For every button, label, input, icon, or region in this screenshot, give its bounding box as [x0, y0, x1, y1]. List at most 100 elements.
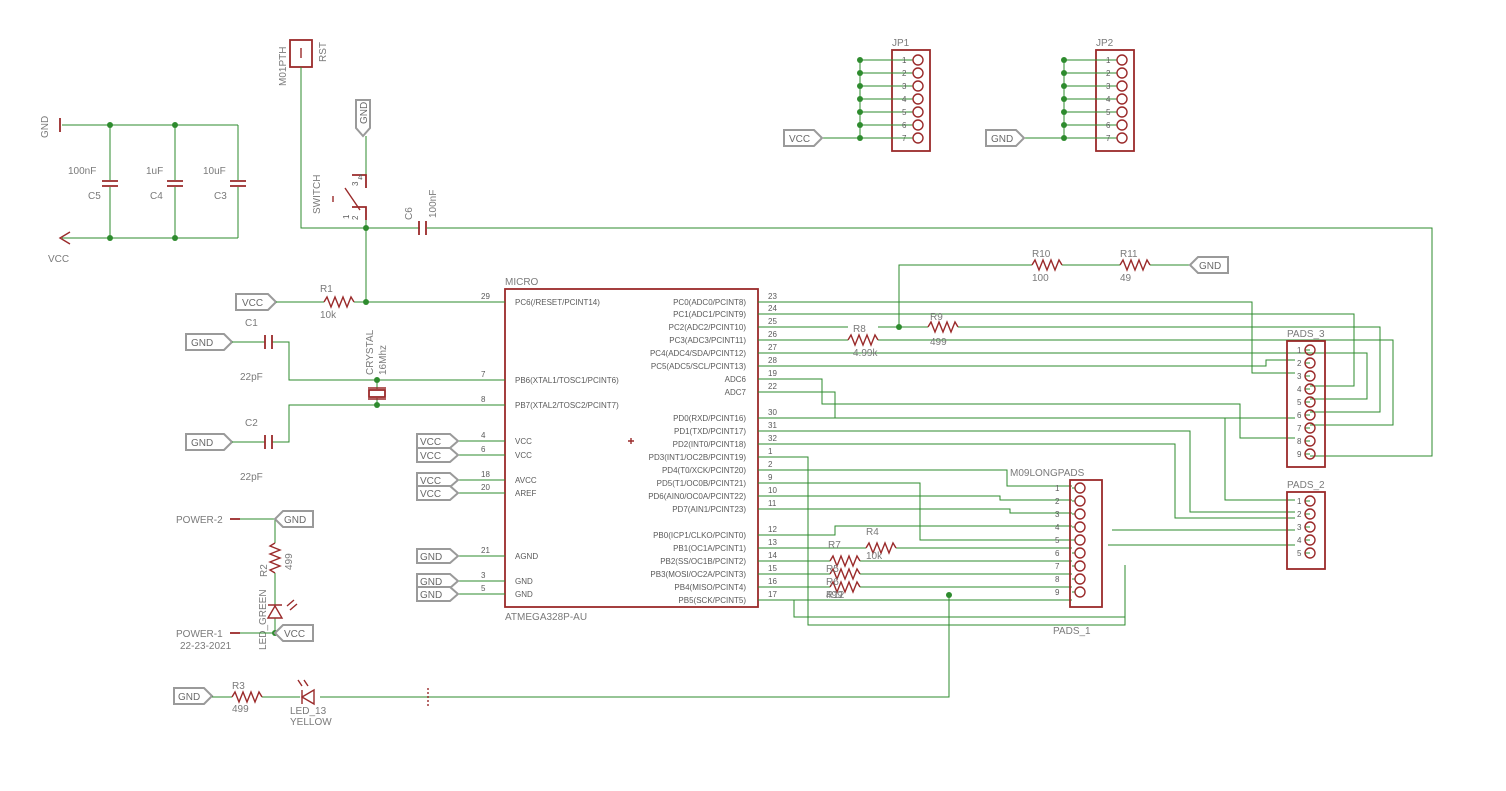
micro-left-pin-number: 21 [481, 546, 490, 555]
micro-right-pin-number: 17 [768, 590, 777, 599]
micro-left-pin-number: 5 [481, 584, 486, 593]
header-pin-number: 5 [1055, 536, 1060, 545]
micro-right-pin-number: 19 [768, 369, 777, 378]
pads2-name: PADS_2 [1287, 480, 1325, 491]
header-pin-pad [1116, 119, 1128, 131]
header-pin-number: 9 [1297, 450, 1302, 459]
power-gnd-tag: GND [284, 515, 306, 526]
header-pin-pad [1304, 448, 1316, 460]
header-pin-number: 5 [1297, 398, 1302, 407]
micro-right-pin-number: 22 [768, 382, 777, 391]
vcc-tag-label: VCC [420, 437, 441, 448]
header-pin-number: 8 [1055, 575, 1060, 584]
micro-left-pin-number: 29 [481, 292, 490, 301]
c2-value: 22pF [240, 472, 263, 483]
vcc-tag-label: VCC [420, 451, 441, 462]
r10-name: R10 [1032, 249, 1051, 260]
gnd-tag-label: GND [420, 590, 442, 601]
micro-right-pin-name: PB3(MOSI/OC2A/PCINT3) [650, 570, 746, 579]
micro-left-pin-number: 6 [481, 445, 486, 454]
pads3-name: PADS_3 [1287, 329, 1325, 340]
header-pin-pad [1074, 560, 1086, 572]
header-pin-pad [1074, 573, 1086, 585]
r3-gnd-tag: GND [178, 692, 200, 703]
c2-name: C2 [245, 418, 258, 429]
micro-right-pin-number: 27 [768, 343, 777, 352]
r7-name: R7 [828, 540, 841, 551]
header-pin-pad [1304, 495, 1316, 507]
jp1-name: JP1 [892, 38, 910, 49]
micro-right-pin-number: 25 [768, 317, 777, 326]
micro-right-pin-number: 1 [768, 447, 773, 456]
header-pin-number: 6 [1055, 549, 1060, 558]
pads1-name: M09LONGPADS [1010, 468, 1085, 479]
header-pin-number: 3 [1055, 510, 1060, 519]
header-pin-pad [1304, 521, 1316, 533]
r10-value: 100 [1032, 273, 1049, 284]
micro-right-pin-name: PC4(ADC4/SDA/PCINT12) [650, 349, 746, 358]
reset-pad-package: M01PTH [278, 47, 289, 86]
vcc-tag-label: VCC [420, 489, 441, 500]
header-pin-number: 2 [902, 69, 907, 78]
micro-left-pin-number: 18 [481, 470, 490, 479]
header-pin-number: 2 [1297, 510, 1302, 519]
r11-value: 49 [1120, 273, 1132, 284]
micro-right-pin-name: PD2(INT0/PCINT18) [673, 440, 747, 449]
switch-gnd-tag: GND [359, 102, 370, 124]
micro-right-pin-number: 12 [768, 525, 777, 534]
header-pin-pad [1304, 534, 1316, 546]
micro-title: MICRO [505, 277, 539, 288]
jp1-vcc-tag: VCC [789, 134, 810, 145]
header-pin-pad [1074, 586, 1086, 598]
r8-value: 4.99k [853, 348, 878, 359]
header-pin-pad [1074, 547, 1086, 559]
header-pin-number: 2 [1055, 497, 1060, 506]
header-pin-pad [1074, 521, 1086, 533]
header-pin-pad [912, 119, 924, 131]
header-pin-number: 1 [1297, 346, 1302, 355]
micro-left-pin-name: PC6(/RESET/PCINT14) [515, 298, 600, 307]
header-pin-pad [1304, 357, 1316, 369]
jp2-gnd-tag: GND [991, 134, 1013, 145]
micro-left-pin-name: AVCC [515, 476, 537, 485]
header-pin-pad [1304, 370, 1316, 382]
c5-value: 100nF [68, 166, 96, 177]
header-pin-number: 1 [1106, 56, 1111, 65]
header-pin-number: 9 [1055, 588, 1060, 597]
switch-pin-3: 3 [351, 181, 360, 186]
micro-left-pin-number: 8 [481, 395, 486, 404]
power-led-circuit: POWER-2 GND R2 499 LED_GREEN POWER-1 22-… [176, 510, 314, 652]
header-pin-number: 4 [1106, 95, 1111, 104]
micro-right-pin-number: 11 [768, 499, 777, 508]
micro-left-pin-name: AGND [515, 552, 538, 561]
header-pin-pad [1304, 508, 1316, 520]
header-pin-number: 4 [1297, 385, 1302, 394]
header-pin-pad [1116, 93, 1128, 105]
header-pin-pad [1304, 344, 1316, 356]
signal-wires: R10 100 R11 49 GND R8 4.99k R9 499 R4 10… [320, 249, 1394, 698]
header-pin-number: 3 [1106, 82, 1111, 91]
micro-part: ATMEGA328P-AU [505, 612, 587, 623]
r12-name: R12 [826, 590, 845, 601]
header-pin-number: 1 [902, 56, 907, 65]
header-pin-number: 8 [1297, 437, 1302, 446]
header-pin-number: 1 [1297, 497, 1302, 506]
micro-right-pin-number: 31 [768, 421, 777, 430]
micro-right-pin-name: PD1(TXD/PCINT17) [674, 427, 746, 436]
header-pin-pad [1304, 383, 1316, 395]
micro-right-pin-name: PC3(ADC3/PCINT11) [669, 336, 746, 345]
header-pin-number: 6 [902, 121, 907, 130]
header-pin-pad [1074, 495, 1086, 507]
micro-right-pin-name: ADC6 [725, 375, 747, 384]
micro-right-pin-number: 30 [768, 408, 777, 417]
micro-right-pin-number: 32 [768, 434, 777, 443]
micro-right-pin-number: 26 [768, 330, 777, 339]
micro-right-pin-number: 2 [768, 460, 773, 469]
header-pin-number: 3 [1297, 372, 1302, 381]
header-pin-pad [912, 67, 924, 79]
power1-label: POWER-1 [176, 629, 223, 640]
crystal-circuit: GND C1 22pF GND C2 22pF CRYSTAL 16Mhz [185, 318, 505, 483]
c1-value: 22pF [240, 372, 263, 383]
